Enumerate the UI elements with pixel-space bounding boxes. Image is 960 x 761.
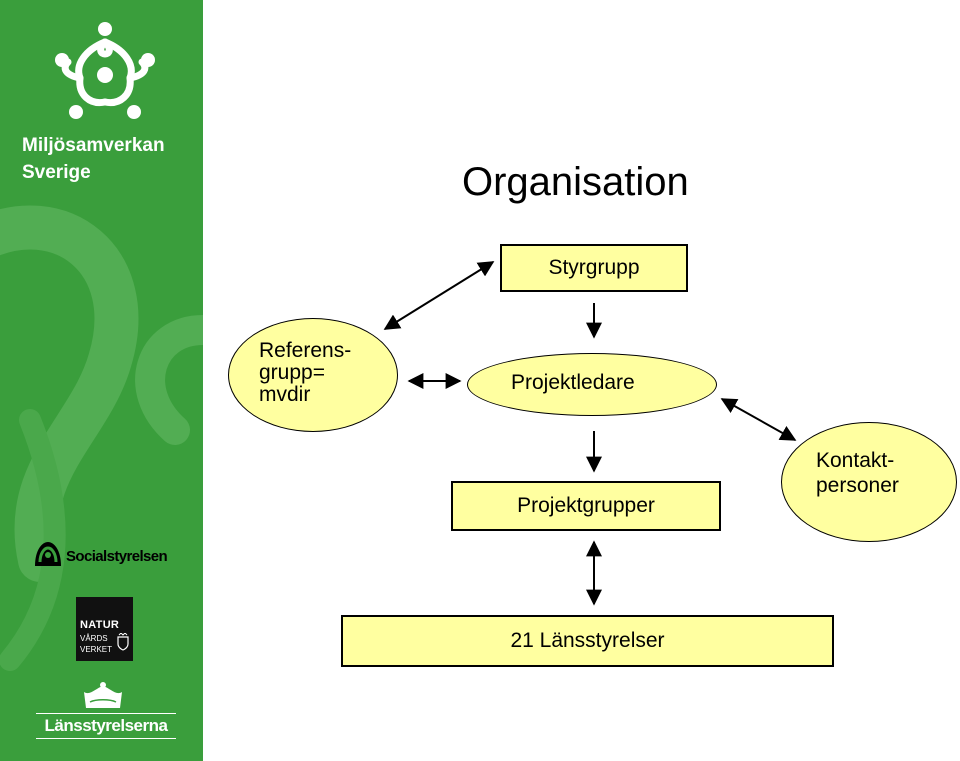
socialstyrelsen-name: Socialstyrelsen bbox=[66, 548, 168, 565]
naturvardsverket-line2: VÅRDS bbox=[80, 634, 108, 643]
node-referensgrupp: Referens- grupp= mvdir bbox=[228, 318, 398, 432]
node-referensgrupp-line2: grupp= bbox=[259, 361, 325, 384]
socialstyrelsen-crest-icon bbox=[35, 542, 61, 566]
lansstyrelserna-logo-text: Länsstyrelserna bbox=[36, 713, 176, 739]
node-kontaktpersoner-line1: Kontakt- bbox=[816, 449, 895, 472]
naturvardsverket-line3: VERKET bbox=[80, 645, 113, 654]
node-lansstyrelser-label: 21 Länsstyrelser bbox=[510, 629, 665, 652]
node-lansstyrelser: 21 Länsstyrelser bbox=[341, 615, 834, 667]
node-styrgrupp-label: Styrgrupp bbox=[548, 256, 640, 279]
naturvardsverket-line1: NATUR bbox=[80, 619, 120, 631]
connector-projektledare-kontaktpersoner bbox=[720, 398, 797, 441]
miljosamverkan-flower-icon bbox=[55, 22, 155, 119]
naturvardsverket-crest-icon bbox=[117, 633, 129, 651]
node-referensgrupp-line3: mvdir bbox=[259, 383, 311, 406]
node-kontaktpersoner: Kontakt- personer bbox=[781, 422, 957, 542]
node-kontaktpersoner-line2: personer bbox=[816, 474, 899, 497]
diagram-connectors bbox=[383, 261, 797, 606]
socialstyrelsen-logo: Socialstyrelsen bbox=[32, 538, 197, 572]
node-projektledare: Projektledare bbox=[467, 353, 717, 416]
node-referensgrupp-line1: Referens- bbox=[259, 339, 352, 362]
node-projektgrupper: Projektgrupper bbox=[451, 481, 721, 531]
node-projektledare-label: Projektledare bbox=[511, 371, 635, 394]
naturvardsverket-logo: NATUR VÅRDS VERKET bbox=[76, 597, 133, 661]
connector-referensgrupp-styrgrupp bbox=[383, 261, 495, 330]
brand-name: Miljösamverkan Sverige bbox=[22, 132, 202, 186]
sidebar: Miljösamverkan Sverige Socialstyrelsen N… bbox=[0, 0, 203, 761]
brand-name-line2: Sverige bbox=[22, 162, 91, 183]
node-styrgrupp: Styrgrupp bbox=[500, 244, 688, 292]
crown-icon bbox=[84, 682, 122, 708]
node-projektgrupper-label: Projektgrupper bbox=[517, 494, 655, 517]
brand-name-line1: Miljösamverkan bbox=[22, 135, 165, 156]
slide-title: Organisation bbox=[462, 160, 689, 204]
